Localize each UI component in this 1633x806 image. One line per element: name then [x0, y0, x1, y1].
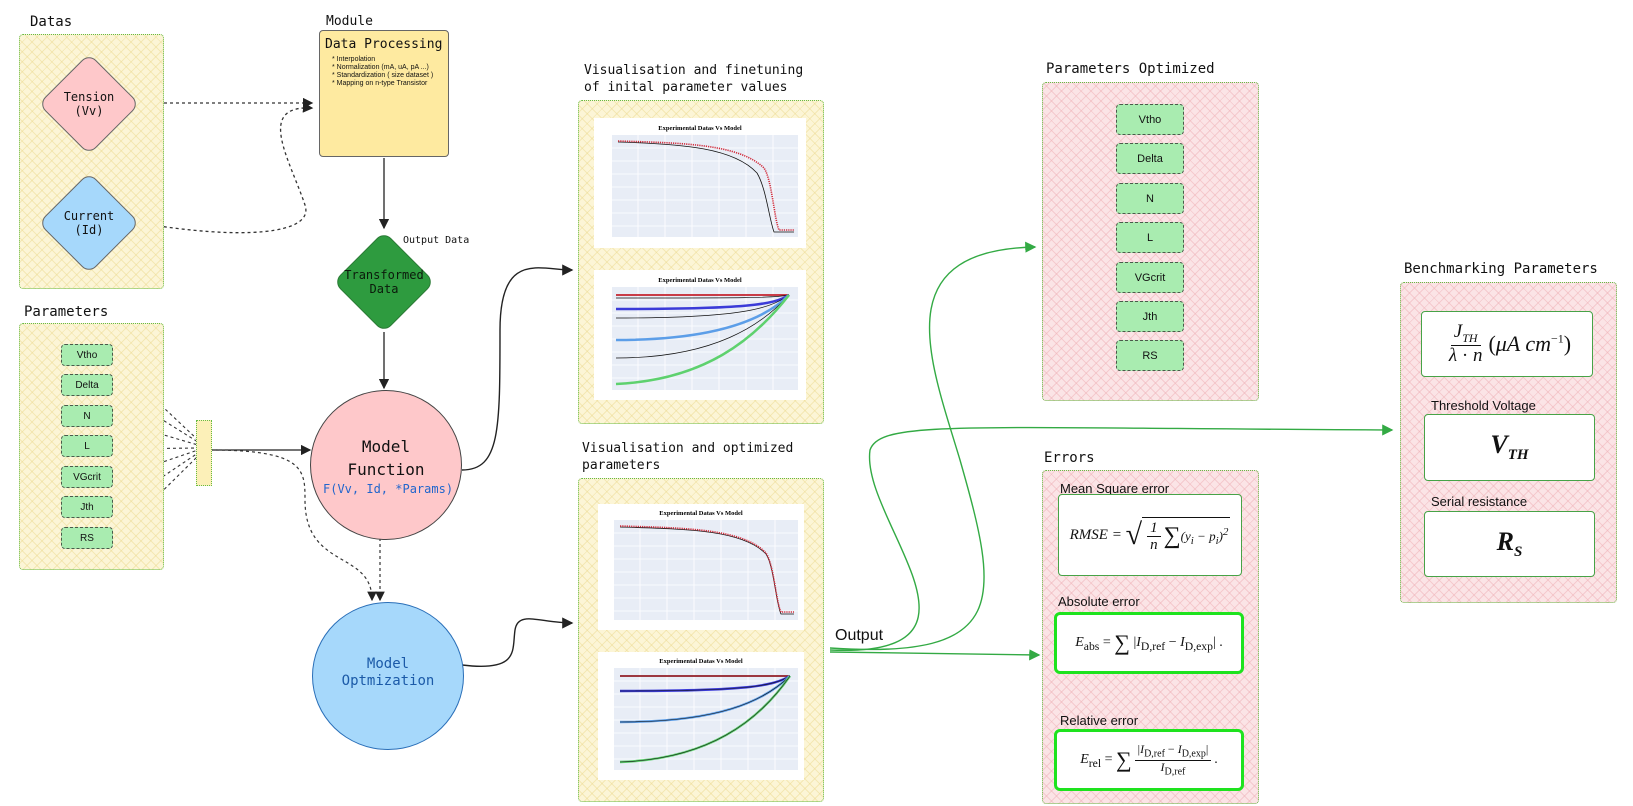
mse-summand: (yi − pi)2: [1180, 526, 1229, 547]
opt-param-vtho[interactable]: Vtho: [1116, 104, 1184, 135]
serial-label: Serial resistance: [1431, 494, 1528, 509]
rel-formula-text: Erel = ∑: [1080, 747, 1132, 772]
bullet-mapping: * Mapping on n-type Transistor: [332, 80, 428, 87]
abs-formula: Eabs = ∑ |ID,ref − ID,exp| .: [1054, 612, 1244, 674]
arrow-output-to-params-optimized: [829, 241, 1037, 651]
opt-param-rs[interactable]: RS: [1116, 340, 1184, 371]
opt-param-n[interactable]: N: [1116, 183, 1184, 214]
vth-formula: VTH: [1424, 414, 1595, 481]
current-node[interactable]: Current (Id): [38, 172, 140, 274]
chart-optimized-top: Experimental Datas Vs Model: [598, 504, 804, 630]
rs-symbol: RS: [1496, 526, 1523, 561]
params-optimized-title: Parameters Optimized: [1046, 61, 1215, 77]
chart-optimized-top-title: Experimental Datas Vs Model: [659, 510, 743, 517]
bullet-interpolation: * Interpolation: [332, 56, 376, 63]
arrow-output-to-errors: [829, 649, 1041, 661]
model-optimization-label: Model Optmization: [341, 656, 435, 689]
arrow-output-to-benchmark: [829, 424, 1394, 651]
model-optimization-node[interactable]: Model Optmization: [312, 602, 464, 750]
opt-param-vgcrit[interactable]: VGcrit: [1116, 262, 1184, 293]
plot-area: [612, 135, 798, 237]
viz-initial-title: Visualisation and finetuning of inital p…: [584, 63, 804, 95]
param-vtho[interactable]: Vtho: [61, 344, 113, 366]
opt-param-delta[interactable]: Delta: [1116, 143, 1184, 174]
data-processing-title: Data Processing: [325, 37, 443, 52]
param-rs[interactable]: RS: [61, 527, 113, 549]
threshold-label: Threshold Voltage: [1431, 398, 1536, 413]
chart-optimized-bottom-title: Experimental Datas Vs Model: [659, 658, 743, 665]
abs-label: Absolute error: [1058, 594, 1140, 609]
jth-units: (μA cm−1): [1488, 331, 1572, 356]
rel-formula: Erel = ∑ |ID,ref − ID,exp|ID,ref .: [1054, 729, 1244, 791]
chart-optimized-bottom: Experimental Datas Vs Model: [598, 652, 804, 780]
chart-initial-bottom: Experimental Datas Vs Model: [594, 270, 806, 400]
opt-param-jth[interactable]: Jth: [1116, 301, 1184, 332]
arrow-params-to-optimization: [209, 449, 377, 602]
data-processing-bullets: * Interpolation * Normalization (mA, uA,…: [332, 56, 448, 88]
param-vgcrit[interactable]: VGcrit: [61, 466, 113, 488]
param-jth[interactable]: Jth: [61, 496, 113, 518]
sqrt-symbol: √: [1125, 518, 1143, 551]
param-l[interactable]: L: [61, 435, 113, 457]
mse-label: Mean Square error: [1060, 481, 1170, 496]
mse-formula-text: RMSE =: [1069, 526, 1126, 543]
parameters-title: Parameters: [24, 304, 109, 320]
opt-param-l[interactable]: L: [1116, 222, 1184, 253]
module-title: Module: [326, 14, 373, 29]
parameters-merge-bar: [196, 420, 212, 486]
rel-frac: |ID,ref − ID,exp|ID,ref: [1134, 742, 1212, 777]
rel-label: Relative error: [1060, 713, 1139, 728]
benchmark-title: Benchmarking Parameters: [1404, 261, 1598, 277]
output-label: Output: [835, 627, 884, 644]
bullet-standardization: * Standardization ( size dataset ): [332, 72, 434, 79]
chart-initial-top-title: Experimental Datas Vs Model: [658, 125, 742, 132]
model-function-node[interactable]: Model Function F(Vv, Id, *Params): [310, 390, 462, 540]
vth-symbol: VTH: [1490, 430, 1529, 464]
errors-title: Errors: [1044, 450, 1095, 466]
rs-formula: RS: [1424, 511, 1595, 577]
param-delta[interactable]: Delta: [61, 374, 113, 396]
viz-optimized-title: Visualisation and optimized parameters: [582, 441, 794, 473]
chart-initial-top: Experimental Datas Vs Model: [594, 118, 806, 248]
transformed-data-node[interactable]: Transformed Data: [332, 231, 436, 333]
current-label: Current (Id): [63, 209, 115, 237]
abs-formula-text: Eabs = ∑ |ID,ref − ID,exp| .: [1075, 630, 1223, 655]
datas-title: Datas: [30, 14, 73, 30]
arrow-current-to-module: [139, 102, 314, 234]
tension-label: Tension (Vv): [63, 90, 115, 118]
model-function-label: Model Function: [347, 437, 425, 479]
param-n[interactable]: N: [61, 405, 113, 427]
sum-symbol: ∑: [1163, 523, 1181, 549]
model-curve: [617, 141, 794, 233]
model-function-signature: F(Vv, Id, *Params): [323, 482, 454, 496]
tension-node[interactable]: Tension (Vv): [38, 53, 140, 155]
arrow-function-to-viz-initial: [461, 264, 574, 471]
rel-period: .: [1214, 752, 1218, 767]
bullet-normalization: * Normalization (mA, uA, pA ...): [332, 64, 429, 71]
transformed-label: Transformed Data: [344, 268, 424, 296]
data-processing-box[interactable]: Data Processing * Interpolation * Normal…: [319, 30, 449, 157]
arrow-optimization-to-viz-optimized: [461, 617, 574, 667]
chart-initial-bottom-title: Experimental Datas Vs Model: [658, 277, 742, 284]
output-data-label: Output Data: [403, 235, 470, 246]
